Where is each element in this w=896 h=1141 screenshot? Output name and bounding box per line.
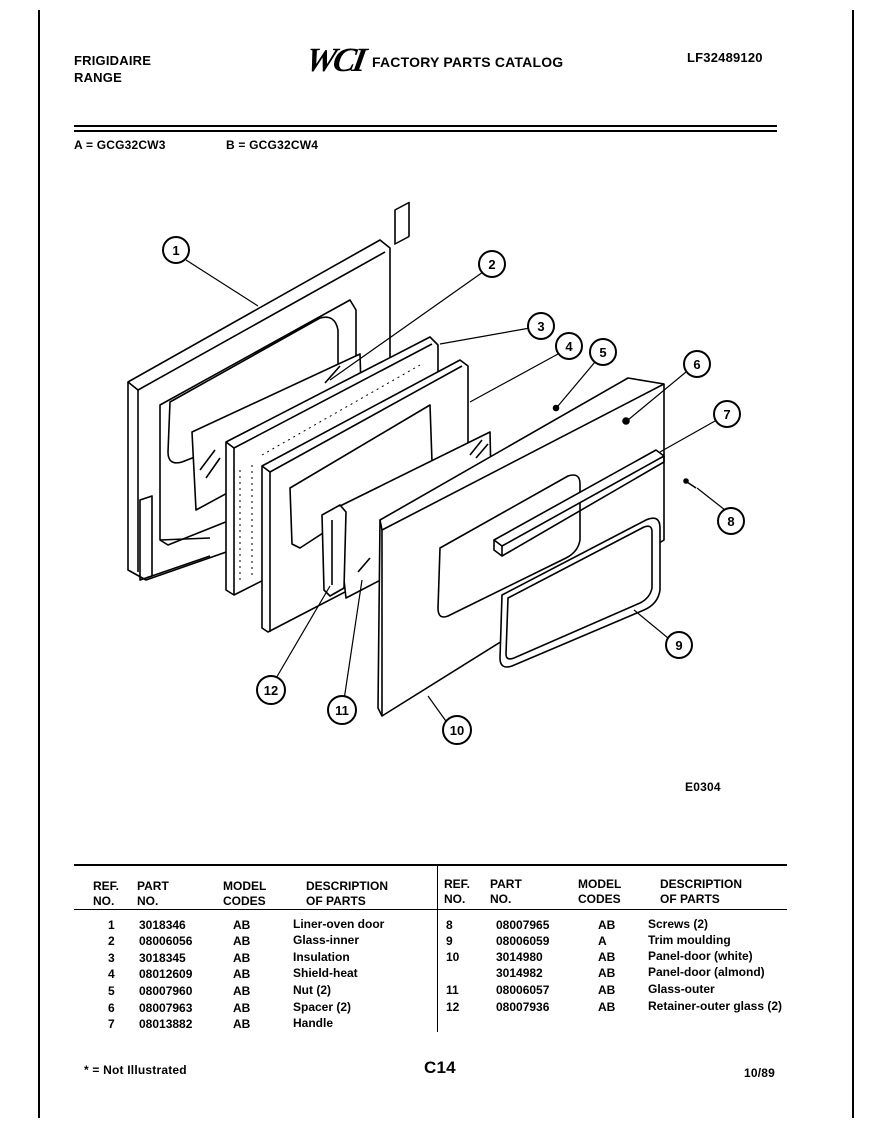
svg-text:8: 8 xyxy=(727,514,734,529)
callout-7: 7 xyxy=(713,400,741,428)
product-type: RANGE xyxy=(74,70,122,85)
callout-5: 5 xyxy=(589,338,617,366)
svg-text:2: 2 xyxy=(488,257,495,272)
table-header-rule xyxy=(74,909,787,910)
svg-text:6: 6 xyxy=(693,357,700,372)
callout-12: 12 xyxy=(256,675,286,705)
table-top-rule xyxy=(74,864,787,866)
callout-11: 11 xyxy=(327,695,357,725)
svg-text:3: 3 xyxy=(537,319,544,334)
handle-part xyxy=(493,449,665,557)
svg-text:9: 9 xyxy=(675,638,682,653)
screw-part xyxy=(683,478,697,489)
callout-8: 8 xyxy=(717,507,745,535)
diagram-code: E0304 xyxy=(685,780,721,794)
header-ref-right: REF.NO. xyxy=(444,877,471,906)
page-frame xyxy=(38,10,854,1118)
callout-10: 10 xyxy=(442,715,472,745)
brand-name: FRIGIDAIRE xyxy=(74,53,152,68)
retainer-part xyxy=(321,504,347,597)
header-ref-left: REF.NO. xyxy=(93,879,120,908)
header-rule-top xyxy=(74,125,777,127)
svg-text:5: 5 xyxy=(599,345,606,360)
callout-3: 3 xyxy=(527,312,555,340)
oven-door-exploded-diagram: 1 2 3 4 5 6 7 8 9 10 11 12 xyxy=(127,201,745,745)
svg-text:7: 7 xyxy=(723,407,730,422)
svg-text:12: 12 xyxy=(264,683,278,698)
page-number: C14 xyxy=(424,1058,456,1077)
brand-block: FRIGIDAIRE RANGE xyxy=(74,52,151,86)
model-a-label: A = GCG32CW3 xyxy=(74,138,166,152)
callout-4: 4 xyxy=(555,332,583,360)
panel-door-part xyxy=(377,377,665,717)
header-rule-bottom xyxy=(74,130,777,132)
model-b-label: B = GCG32CW4 xyxy=(226,138,319,152)
catalog-title: FACTORY PARTS CATALOG xyxy=(372,54,564,70)
callout-9: 9 xyxy=(665,631,693,659)
svg-text:4: 4 xyxy=(565,339,573,354)
svg-text:10: 10 xyxy=(450,723,464,738)
callout-2: 2 xyxy=(478,250,506,278)
callout-1: 1 xyxy=(162,236,190,264)
table-divider xyxy=(437,864,438,1032)
callout-6: 6 xyxy=(683,350,711,378)
svg-text:1: 1 xyxy=(172,243,179,258)
catalog-number: LF32489120 xyxy=(687,50,763,65)
catalog-date: 10/89 xyxy=(744,1066,776,1080)
trim-moulding-part xyxy=(499,517,661,668)
svg-text:11: 11 xyxy=(335,703,349,718)
not-illustrated-note: * = Not Illustrated xyxy=(84,1063,187,1077)
